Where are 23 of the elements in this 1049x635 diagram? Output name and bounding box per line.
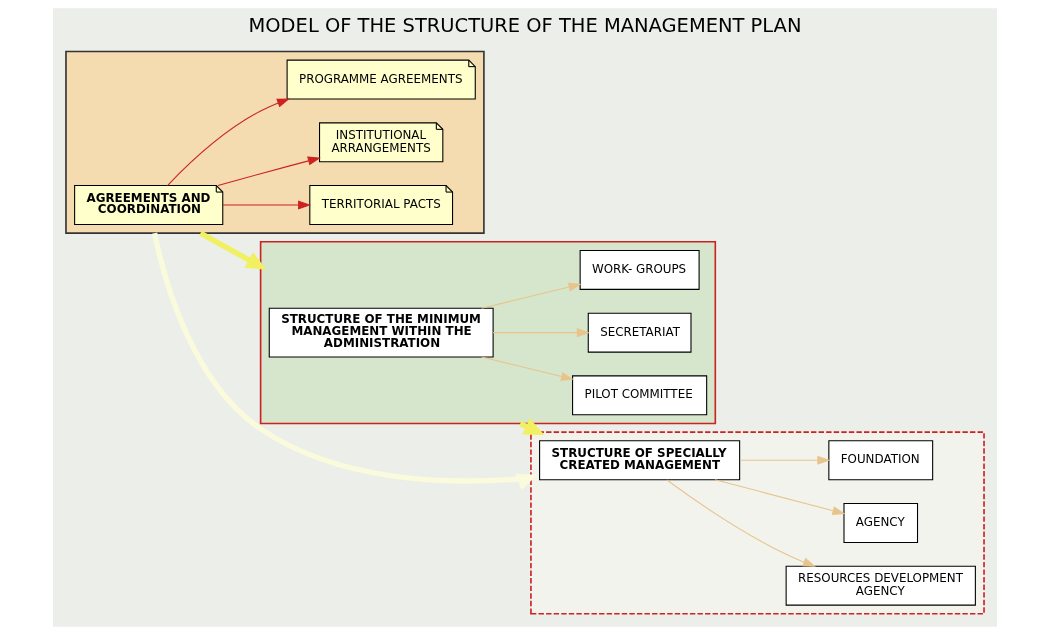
arrow — [665, 479, 816, 567]
arrow — [713, 479, 845, 516]
cluster — [259, 241, 716, 425]
arrow — [221, 200, 311, 210]
node-box: WORK- GROUPS — [579, 249, 700, 290]
arrow — [480, 282, 581, 309]
arrow — [151, 232, 537, 491]
arrow — [216, 156, 321, 187]
arrow — [738, 455, 830, 465]
node-box: STRUCTURE OF SPECIALLY CREATED MANAGEMENT — [538, 440, 740, 481]
arrow — [480, 356, 574, 381]
diagram-title: MODEL OF THE STRUCTURE OF THE MANAGEMENT PLAN — [248, 14, 801, 38]
node-box: RESOURCES DEVELOPMENT AGENCY — [785, 565, 976, 606]
node-box: AGENCY — [842, 502, 918, 543]
node-box: STRUCTURE OF THE MINIMUM MANAGEMENT WITHIN THE ADMINISTRATION — [268, 307, 494, 358]
node-box: SECRETARIAT — [587, 312, 691, 353]
arrow — [492, 328, 590, 338]
cluster — [529, 431, 985, 615]
node-box: FOUNDATION — [827, 440, 933, 481]
arrow — [166, 98, 290, 187]
node-box: PILOT COMMITTEE — [571, 375, 707, 416]
cluster — [64, 50, 485, 234]
arrow — [198, 230, 266, 270]
